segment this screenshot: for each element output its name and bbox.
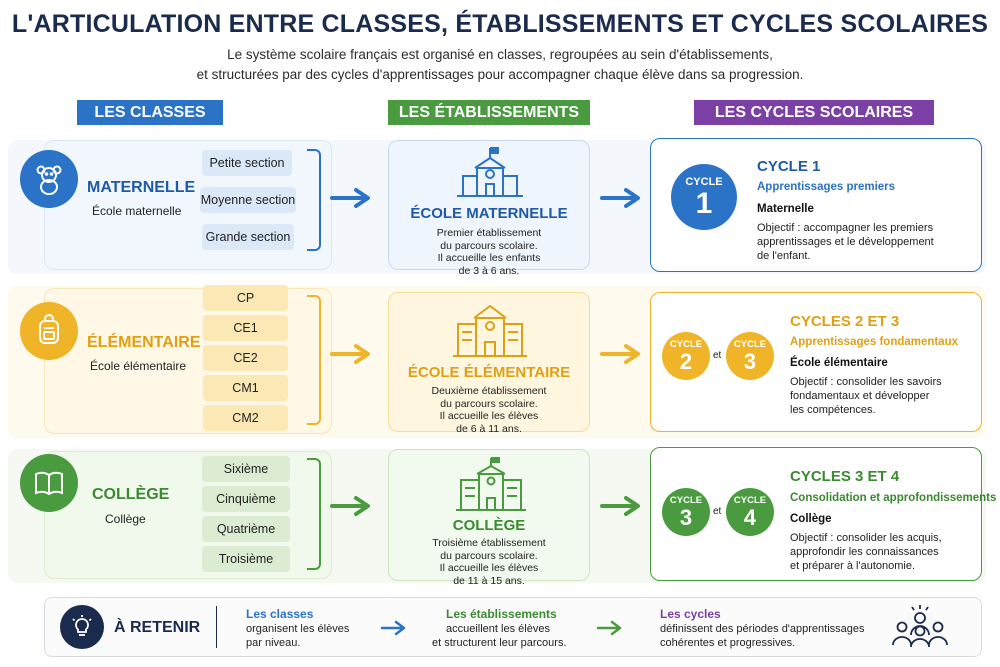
etablissement-card-maternelle [388,140,590,270]
class-pill: Grande section [202,224,294,250]
level-name-elementaire: ÉLÉMENTAIRE [87,334,201,351]
cycle-badge: CYCLE 4 [726,488,774,536]
etablissement-desc-elementaire: Deuxième établissement du parcours scola… [431,385,547,435]
class-pill: CE2 [203,345,288,371]
subtitle-line-2: et structurées par des cycles d'apprenti… [196,67,804,82]
etablissement-card-elementaire [388,292,590,432]
column-header-classes: LES CLASSES [77,100,223,125]
class-pill: CM1 [203,375,288,401]
class-pill: Cinquième [202,486,290,512]
teddy-bear-icon [20,150,78,208]
class-pill: CE1 [203,315,288,341]
cycle-sub-1: Apprentissages premiers [757,181,896,193]
column-header-etablissements: LES ÉTABLISSEMENTS [388,100,590,125]
cycle-badge: CYCLE 1 [671,164,737,230]
cycle-level-1: Maternelle [757,203,814,215]
class-pill: CM2 [203,405,288,431]
arrow-right-icon [596,620,622,636]
footer-etab-title: Les établissements [446,607,557,621]
etablissement-name-maternelle: ÉCOLE MATERNELLE [410,205,568,222]
level-sub-maternelle: École maternelle [92,204,182,218]
cycle-badge: CYCLE 2 [662,332,710,380]
cycle-title-1: CYCLE 1 [757,158,821,175]
subtitle-line-1: Le système scolaire français est organis… [227,47,773,62]
cycle-objective-1: Objectif : accompagner les premiers appr… [757,222,934,262]
class-pill: Troisième [202,546,290,572]
level-sub-elementaire: École élémentaire [90,359,187,373]
column-header-cycles: LES CYCLES SCOLAIRES [694,100,934,125]
group-people-icon [892,605,948,648]
book-icon [20,454,78,512]
lightbulb-icon [60,605,104,649]
level-sub-college: Collège [105,512,146,526]
cycle-sub-3-4: Consolidation et approfondissements [790,492,997,504]
school-building-icon [453,304,527,357]
class-pill: Quatrième [202,516,290,542]
cycle-badge: CYCLE 3 [726,332,774,380]
cycle-objective-2-3: Objectif : consolider les savoirs fondam… [790,376,942,416]
cycle-objective-3-4: Objectif : consolider les acquis, approf… [790,532,942,572]
school-building-icon [457,147,523,197]
footer-cycles-title: Les cycles [660,607,721,621]
class-pill: Moyenne section [200,187,296,213]
footer-divider [216,606,217,648]
cycle-connector: et [713,506,722,517]
backpack-icon [20,302,78,360]
cycle-title-2-3: CYCLES 2 ET 3 [790,313,900,330]
level-name-college: COLLÈGE [92,486,170,503]
arrow-right-icon [380,620,406,636]
etablissement-card-college [388,449,590,581]
arrow-right-icon [600,344,640,364]
etablissement-desc-maternelle: Premier établissement du parcours scolai… [436,227,542,277]
class-pill: CP [203,285,288,311]
footer-label: À RETENIR [114,619,201,636]
etablissement-name-elementaire: ÉCOLE ÉLÉMENTAIRE [407,364,571,381]
cycle-sub-2-3: Apprentissages fondamentaux [790,336,959,348]
footer-box [44,597,982,657]
bracket-maternelle [307,149,321,251]
page-subtitle: Le système scolaire français est organis… [0,45,1000,85]
classes-card-elementaire [44,288,332,434]
cycle-level-2-3: École élémentaire [790,357,888,369]
page-title: L'ARTICULATION ENTRE CLASSES, ÉTABLISSEM… [11,10,989,38]
cycle-badge: CYCLE 3 [662,488,710,536]
cycle-connector: et [713,350,722,361]
bracket-elementaire [307,295,321,425]
cycle-level-3-4: Collège [790,513,832,525]
etablissement-desc-college: Troisième établissement du parcours scol… [432,537,546,587]
bracket-college [307,458,321,570]
level-name-maternelle: MATERNELLE [87,179,196,196]
class-pill: Petite section [202,150,292,176]
arrow-right-icon [600,188,640,208]
etablissement-name-college: COLLÈGE [452,517,526,534]
arrow-right-icon [600,496,640,516]
footer-cycles-text: définissent des périodes d'apprentissage… [660,623,865,649]
footer-etab-text: accueillent les élèves et structurent le… [432,623,567,649]
arrow-right-icon [330,496,370,516]
class-pill: Sixième [202,456,290,482]
school-building-icon [456,457,526,511]
cycle-title-3-4: CYCLES 3 ET 4 [790,468,900,485]
footer-classes-text: organisent les élèves par niveau. [246,623,350,649]
arrow-right-icon [330,188,370,208]
footer-classes-title: Les classes [246,607,314,621]
arrow-right-icon [330,344,370,364]
